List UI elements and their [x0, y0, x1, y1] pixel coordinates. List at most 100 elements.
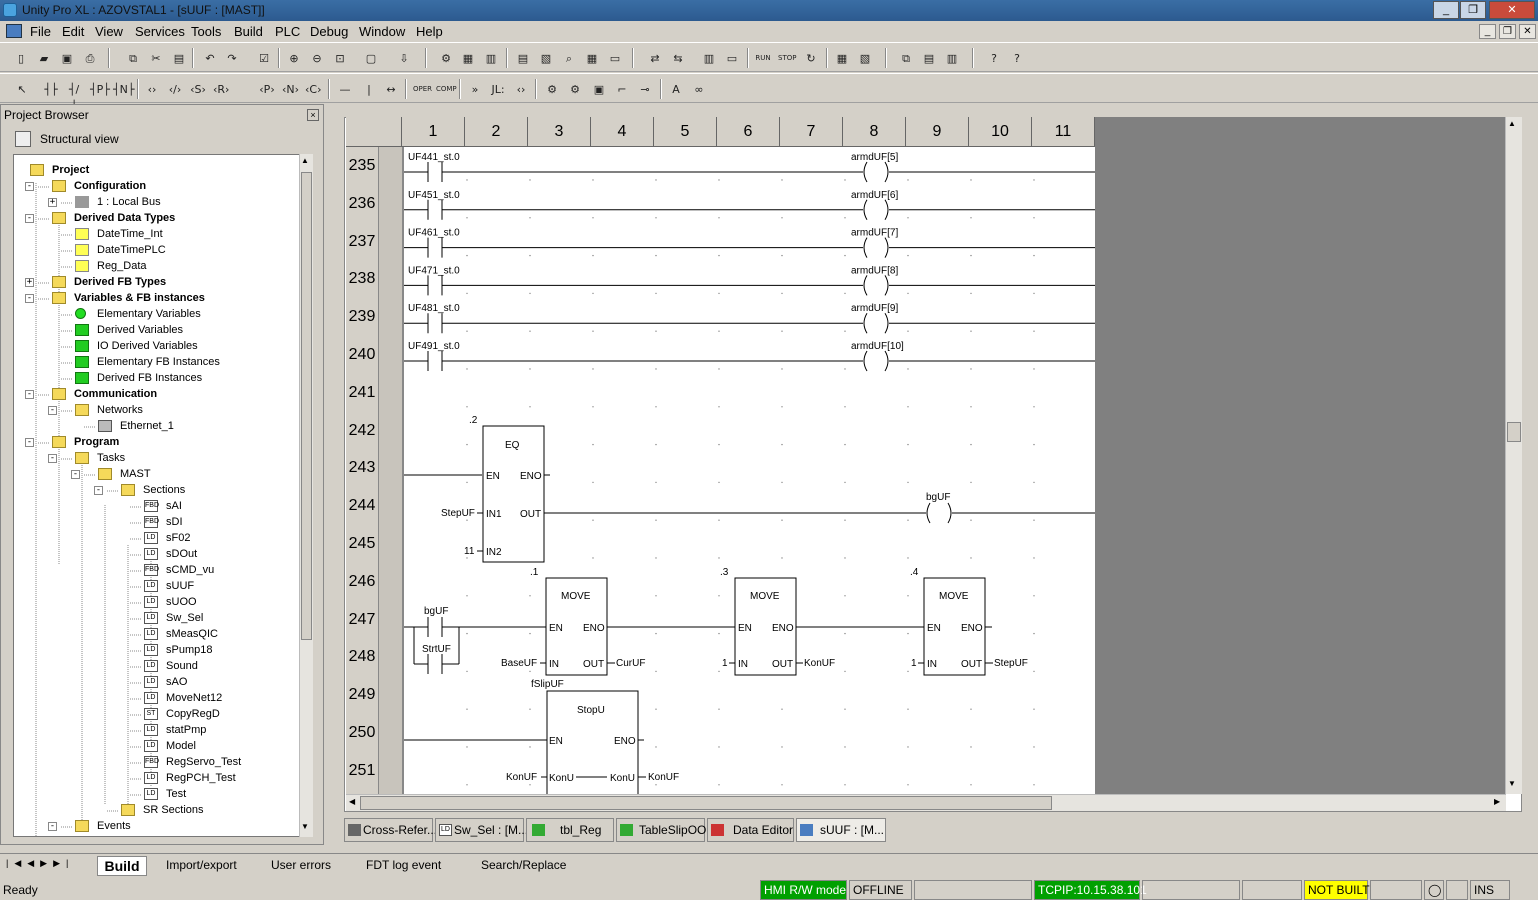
structural-view-icon[interactable]: [15, 131, 31, 147]
row-number[interactable]: 242: [348, 421, 376, 439]
expand-icon[interactable]: +: [48, 197, 57, 207]
row-number[interactable]: 236: [348, 194, 376, 212]
jump-icon[interactable]: »: [471, 83, 479, 96]
collapse-icon[interactable]: -: [25, 437, 34, 447]
run-icon[interactable]: RUN: [755, 54, 771, 62]
label-icon[interactable]: JL:: [491, 83, 505, 96]
analyze-icon[interactable]: ⚙: [441, 52, 451, 65]
init-icon[interactable]: ↻: [806, 52, 816, 65]
rebuild-icon[interactable]: ▥: [485, 52, 497, 65]
tab-suuf[interactable]: sUUF : [M...: [796, 818, 886, 842]
collapse-icon[interactable]: -: [25, 213, 34, 223]
coil-icon[interactable]: ‹›: [147, 83, 157, 96]
output-window-icon[interactable]: ▭: [609, 52, 621, 65]
scroll-right-icon[interactable]: ▶: [1494, 797, 1501, 806]
menu-plc[interactable]: PLC: [275, 24, 301, 39]
tab-import-export[interactable]: Import/export: [166, 858, 237, 872]
nc-coil-icon[interactable]: ‹/›: [168, 83, 182, 96]
redo-icon[interactable]: ↷: [227, 52, 237, 65]
scroll-up-icon[interactable]: ▲: [301, 156, 309, 165]
collapse-icon[interactable]: -: [48, 405, 57, 415]
menu-edit[interactable]: Edit: [62, 24, 85, 39]
column-header-cell[interactable]: 1: [402, 117, 465, 147]
vline-icon[interactable]: |: [367, 83, 371, 96]
validate-icon[interactable]: ☑: [259, 52, 269, 65]
open-icon[interactable]: ▰: [39, 52, 49, 65]
row-number[interactable]: 243: [348, 459, 376, 477]
tab-build[interactable]: Build: [97, 856, 147, 876]
row-number[interactable]: 240: [348, 346, 376, 363]
column-header-cell[interactable]: 11: [1032, 117, 1095, 147]
operate-block-icon[interactable]: OPER: [413, 85, 433, 93]
stop-icon[interactable]: STOP: [778, 54, 797, 62]
no-contact-icon[interactable]: ┤├: [44, 83, 58, 96]
scroll-up-icon[interactable]: ▲: [1508, 119, 1516, 128]
menu-debug[interactable]: Debug: [310, 24, 349, 39]
tree-scrollbar[interactable]: ▲ ▼: [299, 154, 313, 837]
print-icon[interactable]: ⎙: [85, 52, 95, 65]
scroll-down-icon[interactable]: ▼: [301, 822, 309, 831]
menu-window[interactable]: Window: [359, 24, 406, 39]
row-number[interactable]: 250: [348, 724, 376, 741]
link-icon[interactable]: ⌐: [617, 83, 627, 96]
column-header-cell[interactable]: 5: [654, 117, 717, 147]
row-number[interactable]: 245: [348, 535, 376, 552]
column-header-cell[interactable]: 9: [906, 117, 969, 147]
nc-contact-icon[interactable]: ┤/├: [68, 83, 80, 113]
types-library-icon[interactable]: ▧: [540, 52, 552, 65]
tab-nav-arrows[interactable]: |◀◀▶▶|: [6, 858, 75, 868]
minimize-button[interactable]: _: [1433, 1, 1459, 19]
compare-block-icon[interactable]: COMP: [436, 85, 457, 93]
editor-vertical-scrollbar[interactable]: ▲ ▼: [1505, 117, 1522, 794]
copy-icon[interactable]: ⧉: [129, 52, 137, 65]
close-pane-icon[interactable]: ×: [307, 109, 319, 121]
row-number[interactable]: 238: [348, 270, 376, 288]
link-mode-icon[interactable]: ∞: [694, 83, 704, 96]
hline-icon[interactable]: —: [339, 83, 351, 96]
scroll-left-icon[interactable]: ◀: [349, 797, 356, 806]
debug-icon[interactable]: ▧: [859, 52, 871, 65]
n-contact-icon[interactable]: ┤N├: [113, 83, 135, 96]
ffb-icon[interactable]: ⚙: [547, 83, 557, 96]
row-number[interactable]: 246: [348, 572, 376, 590]
row-number[interactable]: 239: [348, 308, 376, 326]
zoom-in-icon[interactable]: ⊕: [289, 52, 299, 65]
cut-icon[interactable]: ✂: [151, 52, 161, 65]
row-number[interactable]: 251: [348, 761, 376, 779]
connect-icon[interactable]: ⇄: [650, 52, 660, 65]
row-number[interactable]: 248: [348, 648, 376, 666]
tab-data-editor[interactable]: Data Editor: [707, 818, 794, 842]
editor-vscroll-thumb[interactable]: [1507, 422, 1521, 442]
mdi-close-button[interactable]: ✕: [1519, 24, 1536, 39]
cascade-icon[interactable]: ⧉: [902, 52, 910, 65]
scroll-down-icon[interactable]: ▼: [1508, 779, 1516, 788]
connector-icon[interactable]: ⊸: [640, 83, 650, 96]
tab-cross-references[interactable]: Cross-Refer...: [344, 818, 437, 842]
menu-help[interactable]: Help: [416, 24, 443, 39]
mdi-minimize-button[interactable]: _: [1479, 24, 1496, 39]
paste-icon[interactable]: ▤: [173, 52, 185, 65]
call-coil-icon[interactable]: ‹C›: [305, 83, 322, 96]
menu-file[interactable]: File: [30, 24, 51, 39]
animation-icon[interactable]: ▦: [836, 52, 848, 65]
menu-build[interactable]: Build: [234, 24, 263, 39]
return-icon[interactable]: ‹›: [516, 83, 526, 96]
save-icon[interactable]: ▣: [61, 52, 73, 65]
column-header-cell[interactable]: 4: [591, 117, 654, 147]
column-header-cell[interactable]: 2: [465, 117, 528, 147]
context-help-icon[interactable]: ?: [1014, 52, 1020, 65]
row-number[interactable]: 235: [348, 157, 376, 174]
tile-vertical-icon[interactable]: ▥: [946, 52, 958, 65]
editor-horizontal-scrollbar[interactable]: ◀ ▶: [346, 794, 1506, 811]
expand-icon[interactable]: +: [25, 277, 34, 287]
close-button[interactable]: ✕: [1489, 1, 1535, 19]
select-pointer-icon[interactable]: ↖: [17, 83, 27, 96]
monitor-icon[interactable]: ▭: [726, 52, 738, 65]
row-number[interactable]: 237: [348, 232, 376, 250]
reset-coil-icon[interactable]: ‹R›: [213, 83, 230, 96]
find-icon[interactable]: ⌕: [565, 52, 573, 65]
block-icon[interactable]: ▣: [593, 83, 605, 96]
